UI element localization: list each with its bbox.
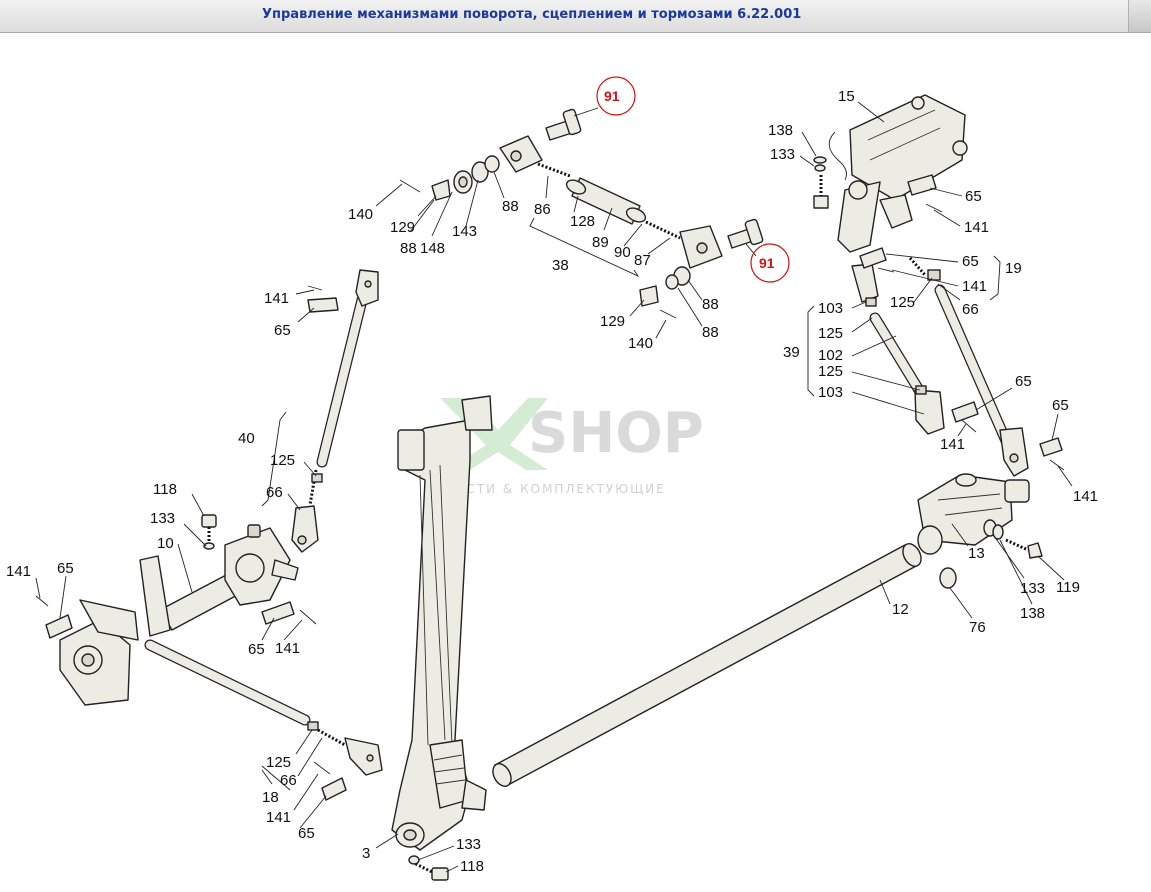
callout-129[interactable]: 129 [390,219,415,236]
callout-65[interactable]: 65 [274,322,291,339]
callout-125[interactable]: 125 [266,754,291,771]
callout-89[interactable]: 89 [592,234,609,251]
callout-13[interactable]: 13 [968,545,985,562]
callout-119[interactable]: 119 [1056,579,1080,596]
callout-88[interactable]: 88 [702,324,719,341]
callout-40[interactable]: 40 [238,430,255,447]
callout-76[interactable]: 76 [969,619,986,636]
callout-148[interactable]: 148 [420,240,445,257]
callout-65[interactable]: 65 [248,641,265,658]
callout-143[interactable]: 143 [452,223,477,240]
callout-141[interactable]: 141 [6,563,31,580]
callout-133[interactable]: 133 [770,146,795,163]
callout-39[interactable]: 39 [783,344,800,361]
callout-18[interactable]: 18 [262,789,279,806]
highlight-ring-91-top [596,76,636,116]
callout-141[interactable]: 141 [1073,488,1098,505]
callout-140[interactable]: 140 [628,335,653,352]
callout-141[interactable]: 141 [962,278,987,295]
shaft-12 [492,543,922,787]
window-corner [1128,0,1151,32]
callout-102[interactable]: 102 [818,347,843,364]
callout-65[interactable]: 65 [965,188,982,205]
callout-65[interactable]: 65 [1015,373,1032,390]
rod-39 [851,263,945,435]
callout-66[interactable]: 66 [962,301,979,318]
callout-141[interactable]: 141 [964,219,989,236]
rod-18 [144,639,383,776]
callout-88[interactable]: 88 [502,198,519,215]
callout-65[interactable]: 65 [1052,397,1069,414]
callout-3[interactable]: 3 [362,845,370,862]
callout-138[interactable]: 138 [1020,605,1045,622]
pedal-lever [391,395,493,851]
callout-19[interactable]: 19 [1005,260,1022,277]
leader-lines [35,101,1073,873]
watermark-brand: SHOP [528,401,704,466]
callout-125[interactable]: 125 [890,294,915,311]
callout-141[interactable]: 141 [275,640,300,657]
callout-15[interactable]: 15 [838,88,855,105]
callout-65[interactable]: 65 [962,253,979,270]
callout-141[interactable]: 141 [264,290,289,307]
parts-diagram: SHOP ЧАСТИ & КОМПЛЕКТУЮЩИЕ [6,76,1098,881]
callout-66[interactable]: 66 [280,772,297,789]
callout-38[interactable]: 38 [552,257,569,274]
assembly-38 [399,108,764,319]
callout-141[interactable]: 141 [266,809,291,826]
callout-66[interactable]: 66 [266,484,283,501]
callout-133[interactable]: 133 [150,510,175,527]
callout-103[interactable]: 103 [818,300,843,317]
callout-103[interactable]: 103 [818,384,843,401]
callout-141[interactable]: 141 [940,436,965,453]
callout-10[interactable]: 10 [157,535,174,552]
callout-125[interactable]: 125 [818,363,843,380]
callout-140[interactable]: 140 [348,206,373,223]
rod-19 [934,284,1029,477]
callout-87[interactable]: 87 [634,252,651,269]
callout-118[interactable]: 118 [153,481,177,498]
callout-133[interactable]: 133 [456,836,481,853]
callout-118[interactable]: 118 [460,858,484,875]
window-title: Управление механизмами поворота, сцеплен… [262,7,802,22]
callout-90[interactable]: 90 [614,244,631,261]
callout-86[interactable]: 86 [534,201,551,218]
title-bar: Управление механизмами поворота, сцеплен… [0,0,1151,33]
callout-129[interactable]: 129 [600,313,625,330]
callout-128[interactable]: 128 [570,213,595,230]
callout-125[interactable]: 125 [270,452,295,469]
callout-138[interactable]: 138 [768,122,793,139]
brace-18 [261,769,273,785]
bracket-15 [828,94,968,253]
callout-65[interactable]: 65 [57,560,74,577]
callout-125[interactable]: 125 [818,325,843,342]
callout-133[interactable]: 133 [1020,580,1045,597]
housing-13 [917,473,1030,555]
callout-65[interactable]: 65 [298,825,315,842]
callout-88[interactable]: 88 [702,296,719,313]
watermark-tagline: ЧАСТИ & КОМПЛЕКТУЮЩИЕ [446,482,666,496]
callout-88[interactable]: 88 [400,240,417,257]
shaft-10 [59,524,299,706]
fasteners [35,156,1065,881]
highlight-ring-91-bottom [750,243,790,283]
rod-40 [291,269,379,553]
callout-12[interactable]: 12 [892,601,909,618]
callout-91-top[interactable]: 91 [604,88,620,104]
callout-labels: 91 91 15 138 133 65 141 65 141 19 125 66… [6,88,1098,875]
callout-91-bottom[interactable]: 91 [759,255,775,271]
